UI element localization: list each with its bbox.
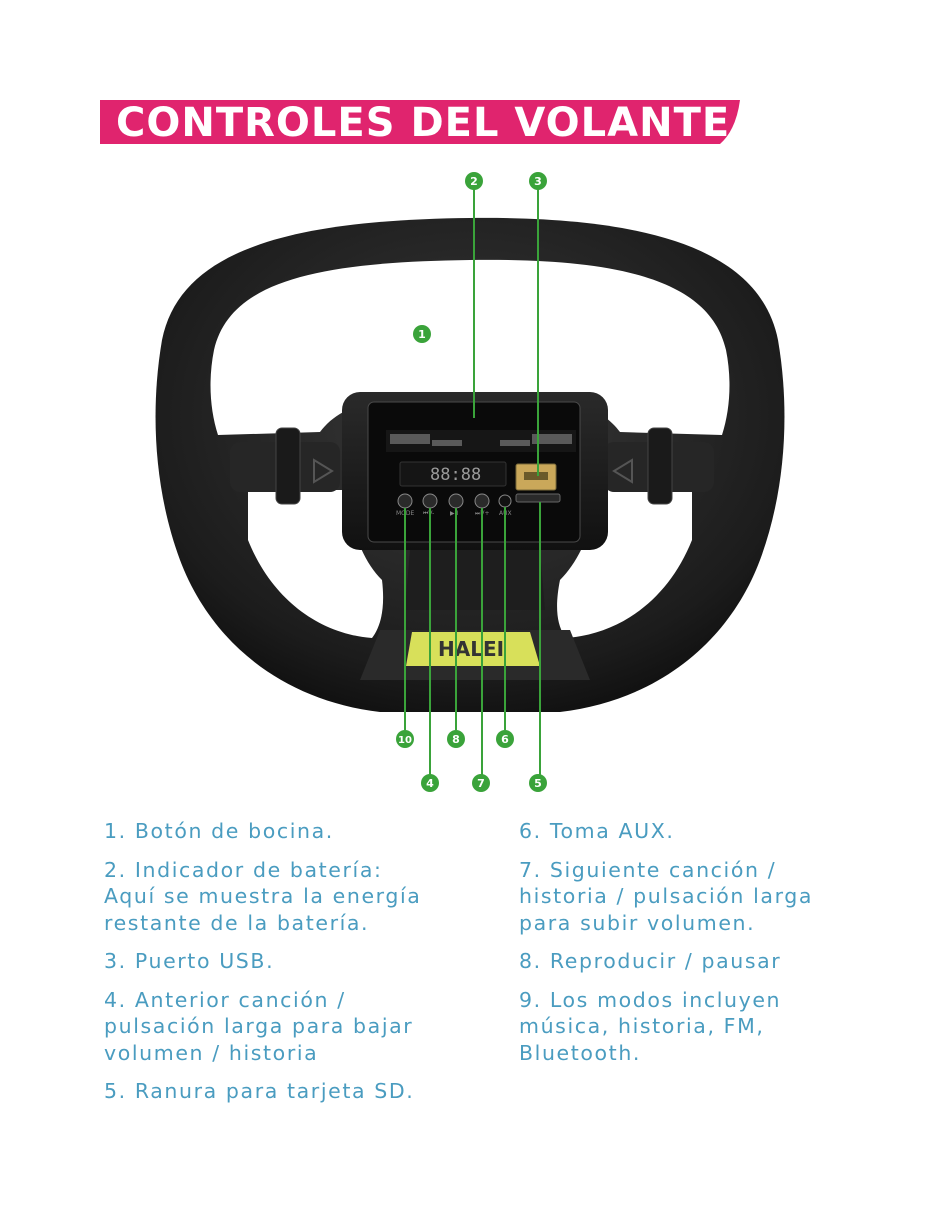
right-joystick xyxy=(647,427,673,505)
instruction-item: 7. Siguiente canción / historia / pulsac… xyxy=(519,857,899,937)
instructions-right-column: 6. Toma AUX. 7. Siguiente canción / hist… xyxy=(519,818,899,1078)
callout-7 xyxy=(472,774,490,792)
callout-markers xyxy=(396,172,547,792)
digital-readout xyxy=(399,461,507,487)
page-title: CONTROLES DEL VOLANTE xyxy=(116,100,731,146)
callout-4-label: 4 xyxy=(426,777,434,790)
instruction-line: para subir volumen. xyxy=(519,910,756,935)
instructions-left-column: 1. Botón de bocina. 2. Indicador de bate… xyxy=(104,818,484,1117)
instruction-line: música, historia, FM, xyxy=(519,1014,765,1038)
instruction-line: Bluetooth. xyxy=(519,1040,642,1065)
title-banner-shape xyxy=(100,100,740,144)
instruction-line: 6. Toma AUX. xyxy=(519,819,675,843)
instruction-line: 8. Reproducir / pausar xyxy=(519,949,782,973)
callout-5-label: 5 xyxy=(534,777,542,790)
instruction-item: 3. Puerto USB. xyxy=(104,948,484,975)
play-pause-button xyxy=(448,493,464,509)
panel-buttons xyxy=(397,493,512,509)
play-button-label: ▶II xyxy=(450,510,458,517)
instruction-item: 4. Anterior canción / pulsación larga pa… xyxy=(104,987,484,1067)
callout-10 xyxy=(396,730,414,748)
instruction-item: 1. Botón de bocina. xyxy=(104,818,484,845)
mode-button xyxy=(397,493,413,509)
callout-8 xyxy=(447,730,465,748)
callout-lines xyxy=(404,189,541,775)
instruction-item: 2. Indicador de batería: Aquí se muestra… xyxy=(104,857,484,937)
instruction-item: 9. Los modos incluyen música, historia, … xyxy=(519,987,899,1067)
instruction-item: 5. Ranura para tarjeta SD. xyxy=(104,1078,484,1105)
display-digits: 88:88 xyxy=(430,465,481,485)
callout-3-label: 3 xyxy=(534,175,542,188)
aux-jack xyxy=(498,494,512,508)
steering-column xyxy=(405,550,545,610)
callout-2 xyxy=(465,172,483,190)
steering-wheel-illustration: 88:88 MODE ⏮V- ▶II ⏭V+ AUX HALEI xyxy=(155,172,785,792)
callout-6 xyxy=(496,730,514,748)
next-button xyxy=(474,493,490,509)
brand-plate-text: HALEI xyxy=(438,637,504,661)
instruction-line: volumen / historia xyxy=(104,1040,319,1065)
right-arrow-icon xyxy=(612,458,633,484)
callout-3 xyxy=(529,172,547,190)
instruction-item: 8. Reproducir / pausar xyxy=(519,948,899,975)
callout-10-label: 10 xyxy=(398,735,412,746)
steering-wheel-diagram: 88:88 MODE ⏮V- ▶II ⏭V+ AUX HALEI xyxy=(0,160,940,800)
instruction-line: 2. Indicador de batería: xyxy=(104,857,383,882)
prev-button xyxy=(422,493,438,509)
left-joystick xyxy=(275,427,301,505)
instruction-line: 7. Siguiente canción / xyxy=(519,857,777,882)
instruction-line: 1. Botón de bocina. xyxy=(104,819,334,843)
equalizer-bars xyxy=(390,434,572,446)
equalizer-display xyxy=(386,430,576,452)
left-arrow-icon xyxy=(313,458,334,484)
title-banner: CONTROLES DEL VOLANTE xyxy=(100,100,740,146)
sd-card-slot xyxy=(515,493,561,503)
instruction-line: restante de la batería. xyxy=(104,910,370,935)
callout-8-label: 8 xyxy=(452,733,460,746)
instruction-line: historia / pulsación larga xyxy=(519,884,814,908)
instruction-line: 3. Puerto USB. xyxy=(104,949,275,973)
callout-4 xyxy=(421,774,439,792)
instruction-item: 6. Toma AUX. xyxy=(519,818,899,845)
callout-6-label: 6 xyxy=(501,733,509,746)
prev-button-label: ⏮V- xyxy=(423,510,434,517)
instruction-line: Aquí se muestra la energía xyxy=(104,884,422,908)
wheel-upper-opening xyxy=(210,259,730,435)
callout-1-label: 1 xyxy=(418,328,426,341)
instruction-line: pulsación larga para bajar xyxy=(104,1014,414,1038)
callout-2-label: 2 xyxy=(470,175,478,188)
instruction-line: 9. Los modos incluyen xyxy=(519,987,782,1012)
brand-plate xyxy=(406,632,540,666)
callout-5 xyxy=(529,774,547,792)
callout-1 xyxy=(413,325,431,343)
instruction-line: 5. Ranura para tarjeta SD. xyxy=(104,1079,415,1103)
instruction-line: 4. Anterior canción / xyxy=(104,987,346,1012)
callout-7-label: 7 xyxy=(477,777,485,790)
